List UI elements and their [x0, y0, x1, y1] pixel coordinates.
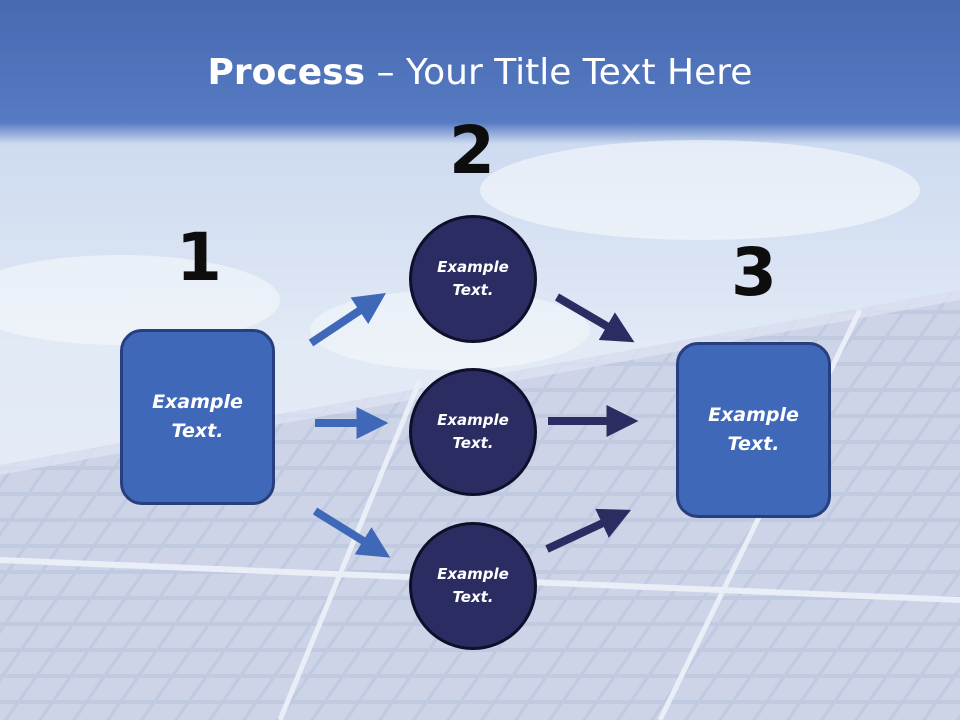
step-1-text-line1: Example [152, 391, 243, 413]
title-bold: Process [207, 52, 366, 93]
circle-top-text-line1: Example [437, 258, 509, 276]
step-number-2: 2 [449, 112, 495, 189]
arrow-1-to-top [308, 293, 386, 347]
title-rest: – Your Title Text Here [365, 52, 753, 93]
circle-middle-text-line2: Text. [452, 434, 494, 452]
arrow-bottom-to-3 [545, 508, 632, 553]
step-3-text-line1: Example [708, 404, 799, 426]
step-1-box[interactable]: Example Text. [120, 329, 275, 505]
circle-middle-text-line1: Example [437, 411, 509, 429]
step-number-1: 1 [176, 219, 222, 296]
step-3-text-line2: Text. [727, 433, 780, 455]
step-1-text-line2: Text. [171, 420, 224, 442]
circle-top-text-line2: Text. [452, 281, 494, 299]
step-number-3: 3 [731, 234, 777, 311]
circle-top[interactable]: Example Text. [409, 215, 537, 343]
circle-bottom[interactable]: Example Text. [409, 522, 537, 650]
slide-title: Process – Your Title Text Here [0, 52, 960, 93]
circle-bottom-text-line1: Example [437, 565, 509, 583]
arrow-top-to-3 [554, 293, 635, 343]
step-3-box[interactable]: Example Text. [676, 342, 831, 518]
arrow-1-to-bottom [312, 507, 391, 558]
circle-bottom-text-line2: Text. [452, 588, 494, 606]
circle-middle[interactable]: Example Text. [409, 368, 537, 496]
